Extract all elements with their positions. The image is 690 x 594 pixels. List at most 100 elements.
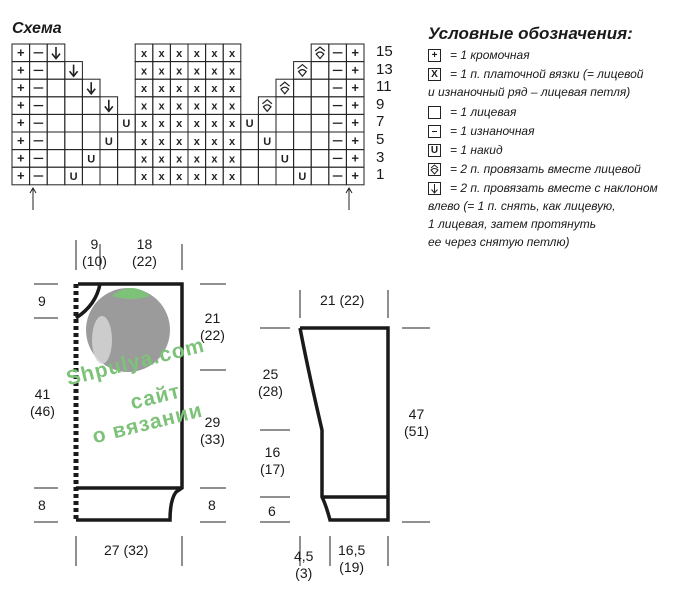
edge-stitch-symbol: +: [351, 80, 359, 95]
garter-symbol: x: [141, 118, 148, 130]
chart-cell: [64, 149, 83, 168]
dim-value: 16: [264, 444, 281, 460]
garter-symbol: x: [194, 48, 201, 60]
garter-symbol: x: [159, 118, 166, 130]
garter-symbol: x: [176, 83, 183, 95]
garter-symbol: x: [229, 136, 236, 148]
k2tog-icon: [279, 81, 290, 95]
garter-symbol: x: [229, 83, 236, 95]
garter-symbol: x: [141, 101, 148, 113]
dim-value-alt: (22): [200, 327, 225, 343]
garter-symbol: x: [176, 136, 183, 148]
knit-symbol: [428, 106, 441, 119]
chart-cell: [81, 113, 101, 133]
legend-text: = 1 лицевая: [450, 105, 517, 119]
k2tog-icon: [297, 63, 308, 78]
chart-cell: [46, 131, 66, 151]
garter-symbol: x: [211, 118, 218, 130]
dim-value-alt: (17): [260, 461, 285, 477]
chart-cell: [310, 113, 330, 133]
dim-value: 29: [204, 414, 221, 430]
garter-symbol: x: [229, 118, 236, 130]
chart-cell: [64, 113, 83, 133]
dim-value: 9: [90, 236, 99, 252]
chart-cell: [240, 149, 259, 168]
chart-cell: [64, 96, 83, 115]
yarn-over-symbol: U: [298, 171, 306, 183]
yarn-over-symbol: U: [263, 136, 271, 148]
edge-stitch-symbol: +: [17, 80, 25, 95]
garter-symbol: x: [159, 48, 166, 60]
back-left-total-dim: 41(46): [30, 386, 55, 420]
garter-symbol: x: [194, 65, 201, 77]
chart-cell: [257, 113, 277, 133]
yarn-over-symbol: U: [246, 118, 254, 130]
garter-symbol: x: [229, 48, 236, 60]
legend-text: = 1 изнаночная: [450, 124, 535, 138]
sleeve-right-total-dim: 47(51): [404, 406, 429, 440]
chart-cell: [99, 166, 119, 186]
garter-symbol: x: [141, 83, 148, 95]
garter-symbol: x: [211, 83, 218, 95]
legend-text: ее через снятую петлю): [428, 235, 570, 249]
yarn-over-symbol: U: [87, 153, 95, 165]
edge-stitch-symbol: +: [17, 62, 25, 77]
chart-cell: [293, 149, 312, 168]
garter-symbol: x: [229, 101, 236, 113]
garter-symbol: x: [159, 83, 166, 95]
dim-value-alt: (51): [404, 423, 429, 439]
chart-cell: [240, 131, 259, 151]
yarn-over-symbol: U: [70, 171, 78, 183]
sleeve-piece: [298, 326, 390, 522]
dim-value: 25: [262, 366, 279, 382]
edge-stitch-symbol: +: [17, 115, 25, 130]
garter-symbol: x: [176, 48, 183, 60]
garter-symbol: x: [176, 171, 183, 183]
purl-symbol: –: [428, 125, 441, 138]
ssk-arrow-icon: [104, 99, 114, 113]
garter-symbol: x: [211, 153, 218, 165]
sleeve-top-dim: 21 (22): [320, 292, 365, 308]
chart-cell: [117, 166, 136, 186]
chart-bottom-arrows: [29, 187, 353, 210]
dim-value-alt: (19): [339, 559, 365, 575]
dim-value-alt: (33): [200, 431, 225, 447]
garter-symbol: x: [211, 171, 218, 183]
garter-symbol: x: [141, 136, 148, 148]
chart-cell: [81, 96, 101, 115]
chart-cell: [310, 61, 330, 80]
edge-stitch-symbol: +: [17, 133, 25, 148]
dim-value: 41: [34, 386, 51, 402]
edge-stitch-symbol: +: [428, 49, 441, 62]
chart-cell: [275, 166, 295, 186]
chart-cell: [293, 113, 312, 133]
garter-symbol: x: [159, 101, 166, 113]
ssk-arrow-icon: [51, 47, 61, 60]
garter-symbol: x: [211, 136, 218, 148]
garter-symbol: x: [159, 153, 166, 165]
chart-cell: [257, 166, 277, 186]
legend-text: = 2 п. провязать вместе с наклоном: [450, 181, 658, 195]
legend-title: Условные обозначения:: [428, 24, 633, 43]
legend-text: влево (= 1 п. снять, как лицевую,: [428, 199, 616, 213]
edge-stitch-symbol: +: [351, 168, 359, 183]
garter-symbol: x: [159, 65, 166, 77]
row-number: 5: [376, 131, 385, 148]
legend-text: = 1 кромочная: [450, 48, 530, 62]
garter-symbol: x: [141, 153, 148, 165]
sleeve-left-mid-dim: 16(17): [260, 444, 285, 478]
sleeve-bottom-right-dim: 16,5(19): [338, 542, 365, 576]
yarn-over-symbol: U: [281, 153, 289, 165]
garter-symbol: X: [428, 68, 441, 81]
chart-cell: [46, 149, 66, 168]
garter-symbol: x: [194, 136, 201, 148]
garter-symbol: x: [211, 65, 218, 77]
garter-symbol: x: [194, 153, 201, 165]
yarn-over-symbol: U: [105, 136, 113, 148]
garter-symbol: x: [194, 171, 201, 183]
chart-cell: [310, 166, 330, 186]
garter-symbol: x: [159, 136, 166, 148]
back-dimension-lines: [34, 240, 226, 566]
